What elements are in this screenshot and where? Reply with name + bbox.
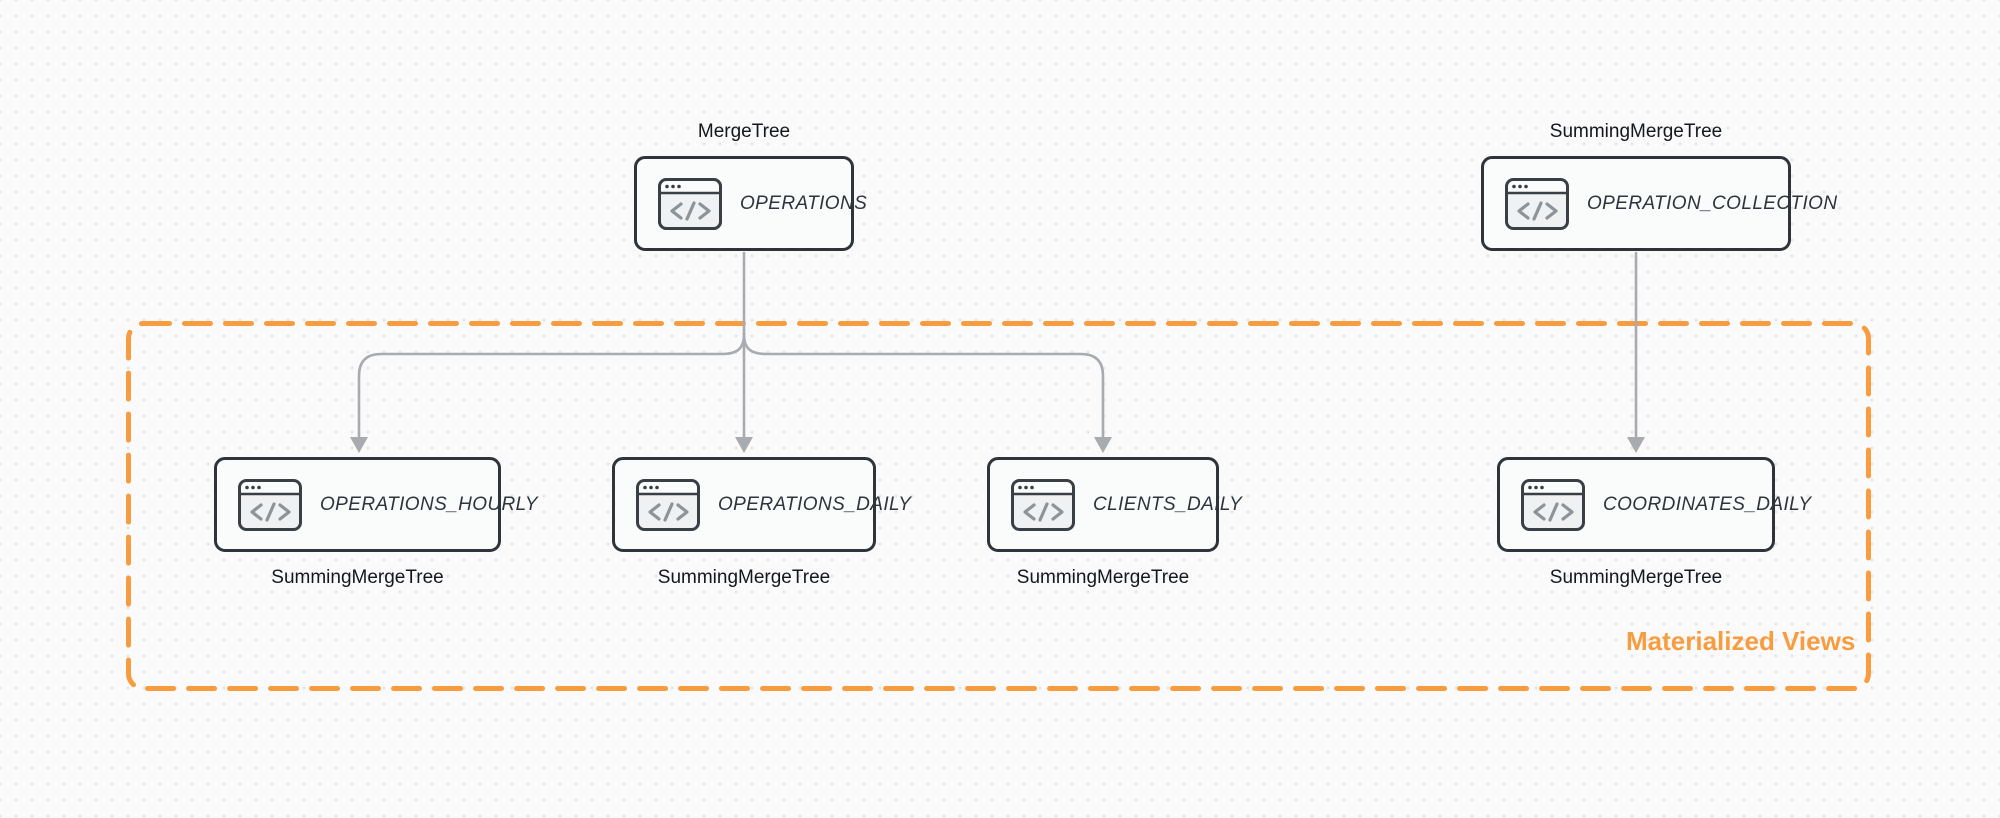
code-window-icon [658, 177, 722, 230]
materialized-views-group-border [126, 321, 1871, 691]
code-window-icon [1521, 478, 1585, 531]
node-operations-daily: OPERATIONS_DAILY SummingMergeTree [612, 457, 911, 588]
node-coordinates-daily: COORDINATES_DAILY SummingMergeTree [1497, 457, 1811, 588]
table-name: OPERATIONS_HOURLY [320, 493, 538, 515]
engine-label: SummingMergeTree [1016, 567, 1190, 588]
table-name: CLIENTS_DAILY [1093, 493, 1243, 515]
edge-operations-to-operations-hourly [357, 332, 746, 440]
engine-label: SummingMergeTree [1549, 567, 1723, 588]
node-operations-hourly: OPERATIONS_HOURLY SummingMergeTree [214, 457, 538, 588]
code-window-icon [1011, 478, 1075, 531]
arrowhead [1094, 437, 1112, 453]
materialized-views-group-label: Materialized Views [1626, 626, 1856, 656]
code-window-icon [238, 478, 302, 531]
engine-label: SummingMergeTree [657, 567, 831, 588]
table-box-operations[interactable]: OPERATIONS [634, 156, 867, 251]
node-operation-collection: SummingMergeTree OPERATION_COLLECTION [1481, 121, 1837, 251]
edge-operations-to-clients-daily [742, 332, 1105, 440]
code-window-icon [1505, 177, 1569, 230]
arrowhead [735, 437, 753, 453]
table-box-clients-daily[interactable]: CLIENTS_DAILY [987, 457, 1242, 552]
engine-label: MergeTree [697, 121, 791, 142]
engine-label: SummingMergeTree [1549, 121, 1723, 142]
engine-label: SummingMergeTree [271, 567, 444, 588]
node-operations: MergeTree OPERATIONS [634, 121, 867, 251]
table-name: COORDINATES_DAILY [1603, 493, 1812, 515]
code-window-icon [636, 478, 700, 531]
node-clients-daily: CLIENTS_DAILY SummingMergeTree [987, 457, 1242, 588]
table-box-operations-daily[interactable]: OPERATIONS_DAILY [612, 457, 911, 552]
table-box-coordinates-daily[interactable]: COORDINATES_DAILY [1497, 457, 1811, 552]
arrowhead [1627, 437, 1645, 453]
table-name: OPERATIONS_DAILY [718, 493, 912, 515]
table-box-operation-collection[interactable]: OPERATION_COLLECTION [1481, 156, 1837, 251]
table-name: OPERATION_COLLECTION [1587, 192, 1838, 214]
table-box-operations-hourly[interactable]: OPERATIONS_HOURLY [214, 457, 538, 552]
arrowhead [350, 437, 368, 453]
table-name: OPERATIONS [740, 192, 868, 214]
